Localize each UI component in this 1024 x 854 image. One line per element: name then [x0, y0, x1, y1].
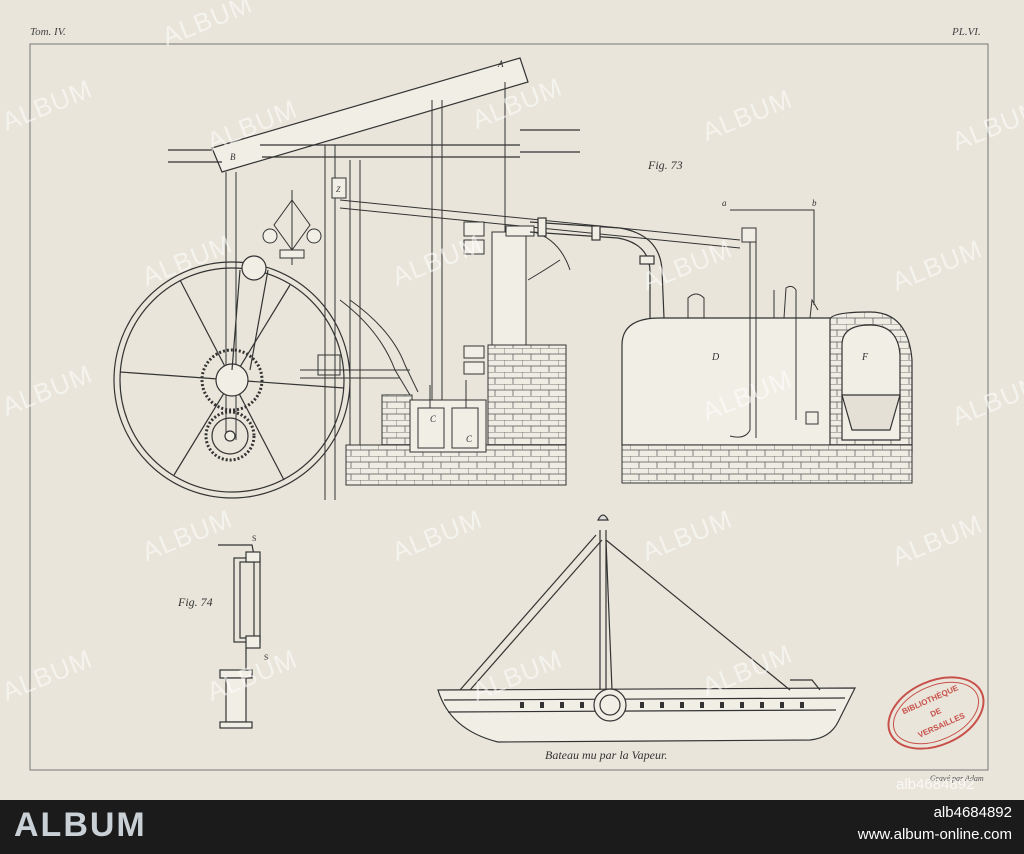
fig-74-label: Fig. 74 [178, 595, 213, 609]
plate-number: PL.VI. [952, 26, 981, 38]
svg-text:C: C [466, 434, 473, 444]
steam-pipe [529, 217, 665, 319]
library-stamp-icon [887, 676, 985, 750]
flywheel [113, 255, 351, 499]
engine-masonry [487, 344, 567, 446]
footer-bar [0, 800, 1024, 854]
svg-text:S: S [264, 653, 268, 662]
centrifugal-governor [262, 190, 322, 265]
boiler [621, 311, 913, 453]
svg-text:S: S [252, 534, 256, 543]
brand-logo[interactable]: ALBUM [14, 806, 147, 844]
steam-cylinder [463, 221, 571, 375]
engraving-plate: A B Z [0, 0, 1024, 800]
boiler-foundation [621, 444, 913, 484]
fig-73-label: Fig. 73 [648, 158, 683, 172]
svg-text:F: F [861, 352, 869, 363]
website-link[interactable]: www.album-online.com [857, 826, 1012, 843]
svg-text:a: a [722, 198, 727, 208]
condenser-pipe [300, 299, 419, 396]
label-A: A [497, 59, 504, 69]
svg-text:D: D [711, 352, 720, 363]
engine-beam [168, 57, 580, 173]
image-id: alb4684892 [933, 804, 1012, 821]
plate-caption: Bateau mu par la Vapeur. [545, 748, 668, 762]
svg-text:C: C [430, 414, 437, 424]
plate-image-id: alb4684892 [896, 776, 975, 793]
boat-windows [520, 702, 804, 708]
label-Z: Z [336, 185, 341, 194]
plate-frame [29, 43, 989, 771]
svg-text:b: b [812, 198, 817, 208]
engraving-drawing: A B Z [29, 43, 989, 771]
steam-boat [437, 514, 856, 743]
tome-label: Tom. IV. [30, 26, 66, 38]
fig74-apparatus [218, 544, 261, 729]
label-B: B [230, 152, 236, 162]
boiler-pipes [687, 209, 819, 438]
engraver-credit: Gravé par Adam [930, 774, 984, 783]
condenser-tank [409, 380, 487, 453]
